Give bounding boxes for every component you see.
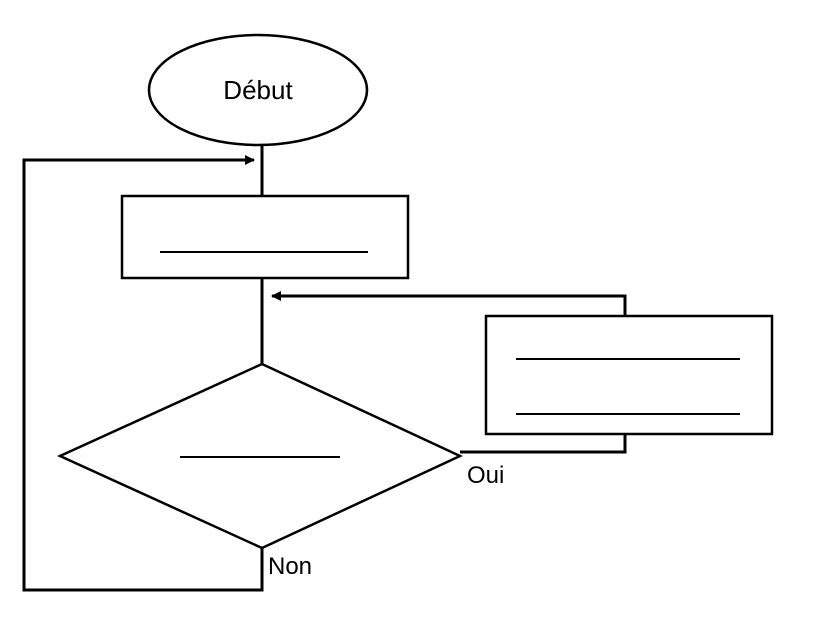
process-box-2: [484, 314, 774, 436]
process-box-1: [120, 194, 410, 280]
no-label: Non: [268, 553, 312, 580]
start-label: Début: [223, 75, 293, 105]
yes-label: Oui: [467, 462, 504, 489]
return-arrow: [271, 291, 627, 316]
start-node: [147, 33, 369, 147]
yes-connector: [460, 434, 627, 454]
loop-back-arrow: [22, 155, 264, 592]
